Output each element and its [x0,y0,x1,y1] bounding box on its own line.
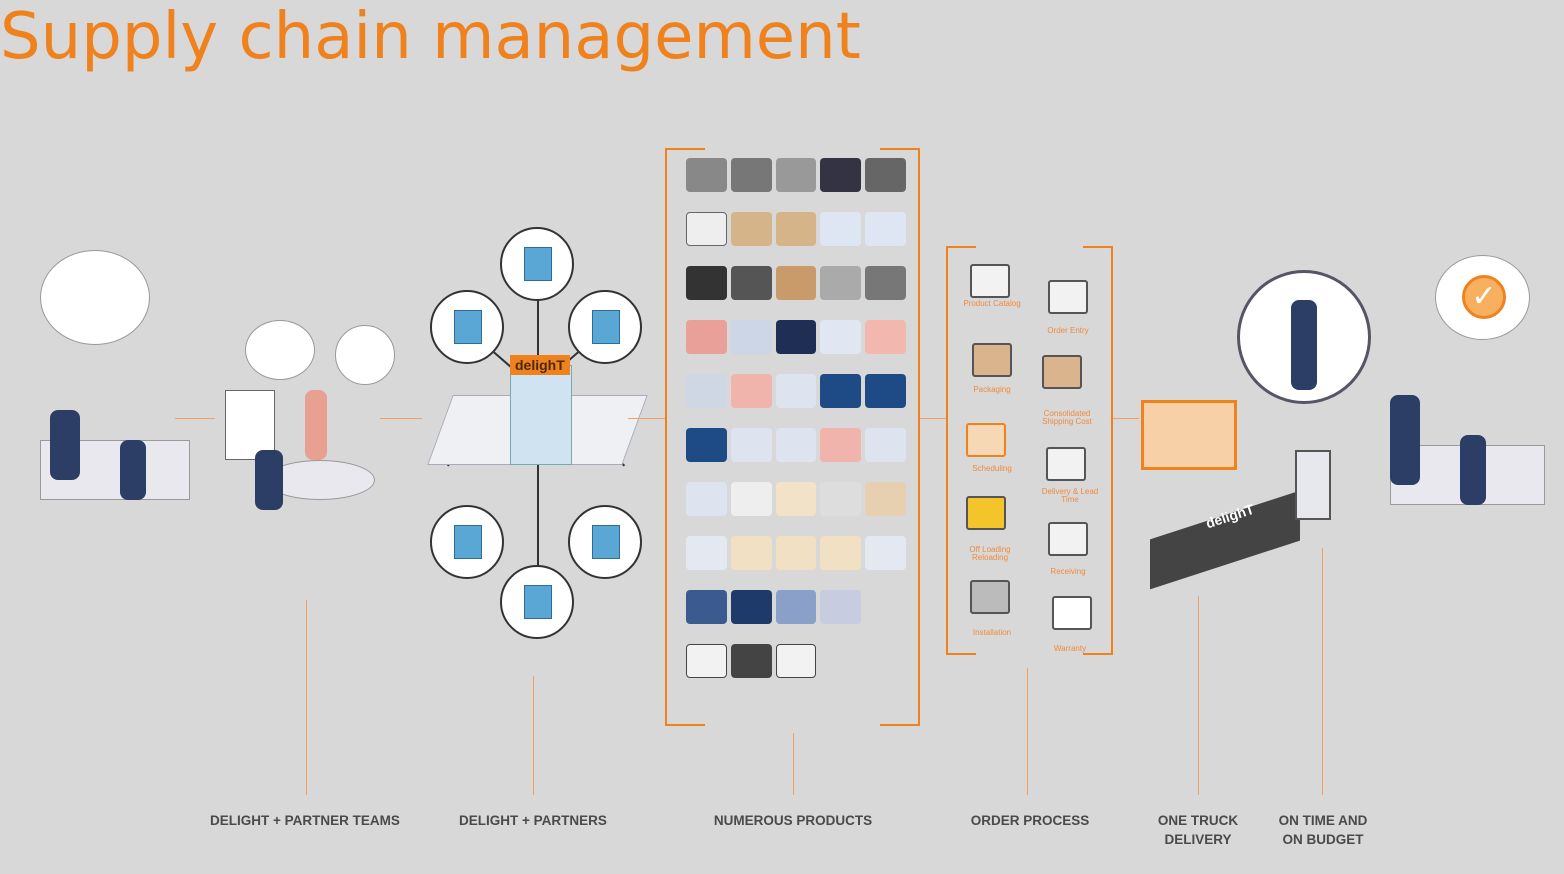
step-offloading: Off Loading Reloading [969,545,1011,562]
celebration-illustration: ✓ [1370,255,1560,555]
step-delivery-lead-time: Delivery & Lead Time [1041,487,1099,504]
label-one-truck-delivery: ONE TRUCK DELIVERY [1148,811,1248,849]
step-consolidated-shipping: Consolidated Shipping Cost [1042,409,1092,426]
label-order-process: ORDER PROCESS [970,813,1090,828]
label-line: ON TIME AND [1278,813,1368,828]
step-warranty: Warranty [1053,644,1087,653]
step-installation: Installation [972,628,1012,637]
team-illustration [20,250,200,550]
label-partner-teams: DELIGHT + PARTNER TEAMS [210,813,400,828]
page-title: Supply chain management [0,0,861,74]
step-order-entry: Order Entry [1047,326,1089,335]
product-grid [686,158,906,678]
label-line: DELIVERY [1164,832,1232,847]
step-scheduling: Scheduling [972,464,1012,473]
label-partners: DELIGHT + PARTNERS [459,813,607,828]
order-process-bracket [946,246,1113,655]
products-bracket [665,148,920,726]
label-line: ONE TRUCK [1157,813,1239,828]
partners-hub: delighT [427,225,650,645]
label-on-time-budget: ON TIME AND ON BUDGET [1266,811,1380,849]
checkmark-icon: ✓ [1462,275,1506,319]
label-line: ON BUDGET [1282,832,1364,847]
delight-logo: delighT [510,355,570,375]
step-product-catalog: Product Catalog [963,299,1021,308]
truck-delivery-illustration: delighT [1135,270,1375,590]
planning-illustration [215,310,395,550]
step-receiving: Receiving [1050,567,1086,576]
thought-bubble [40,250,150,345]
label-numerous-products: NUMEROUS PRODUCTS [713,813,873,828]
step-packaging: Packaging [973,385,1011,394]
